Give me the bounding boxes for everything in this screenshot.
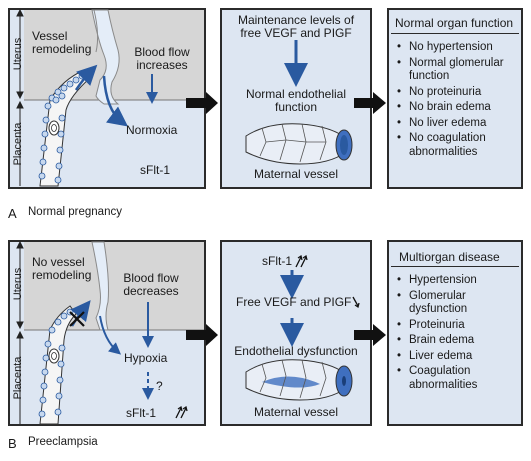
panel-b-block-x-icon (69, 311, 85, 327)
panel-a-right-title: Normal organ function (395, 16, 514, 30)
panel-a-sflt-label: sFlt-1 (140, 163, 170, 177)
panel-b-middle-sflt-up-icon (295, 254, 308, 268)
list-item: Brain edema (397, 334, 519, 348)
panel-b-caption: Preeclampsia (28, 436, 98, 448)
panel-a-remodeled-vessel (91, 9, 120, 105)
panel-b-vessel-caption: Maternal vessel (253, 405, 339, 419)
panel-a-normoxia-label: Normoxia (126, 123, 178, 137)
panel-b-uterus-label: Uterus (12, 267, 24, 301)
panel-a-vessel-caption: Maternal vessel (253, 167, 339, 181)
panel-a-letter: A (8, 206, 17, 221)
panel-b-arrow-left-middle (186, 324, 218, 346)
panel-b-flow-arrow-curve (99, 315, 122, 355)
panel-a-caption: Normal pregnancy (28, 206, 122, 218)
panel-a-uterus-label: Uterus (12, 37, 24, 71)
panel-b-middle-vegf-text: Free VEGF and PIGF (236, 295, 352, 309)
panel-b-middle-result-text: Endothelial dysfunction (234, 344, 358, 358)
panel-a-arrow-left-middle (186, 92, 218, 114)
panel-a-right-title-underline (391, 33, 519, 34)
panel-a-vessel-channel (93, 9, 99, 53)
panel-b-maternal-vessel (245, 359, 353, 401)
panel-a-maternal-vessel (245, 123, 353, 165)
list-item: No coagulation abnormalities (397, 132, 519, 159)
panel-b-arrow-middle-right (354, 324, 386, 346)
panel-b-uterus-region (24, 242, 204, 331)
panel-b-middle-sflt-text: sFlt-1 (262, 254, 292, 268)
list-item: No liver edema (397, 117, 519, 131)
panel-b-right (387, 240, 523, 426)
panel-a-flow-arrow-curve (102, 75, 128, 127)
list-item: Coagulation abnormalities (397, 365, 519, 392)
list-item: No brain edema (397, 101, 519, 115)
list-item: No hypertension (397, 41, 519, 55)
panel-b-sflt-up-arrows-icon (175, 405, 188, 419)
panel-b-sflt-label: sFlt-1 (126, 406, 156, 420)
panel-b-vegf-down-icon (352, 296, 360, 309)
list-item: No proteinuria (397, 86, 519, 100)
panel-a-placenta-label: Placenta (12, 122, 24, 166)
panel-b-blood-flow-label: Blood flow decreases (123, 271, 179, 298)
panel-b-hypoxia-label: Hypoxia (124, 351, 168, 365)
panel-a-arrow-middle-right (354, 92, 386, 114)
panel-b-letter: B (8, 436, 17, 451)
panel-b-right-list: Hypertension Glomerular dysfunction Prot… (397, 274, 519, 394)
list-item: Hypertension (397, 274, 519, 288)
list-item: Liver edema (397, 350, 519, 364)
panel-a-vessel-remodeling-label: Vessel remodeling (32, 29, 92, 56)
panel-b-side-axis (16, 240, 24, 424)
panel-b-placenta-label: Placenta (12, 356, 24, 400)
list-item: Glomerular dysfunction (397, 290, 519, 317)
panel-b-right-title-underline (391, 266, 519, 267)
list-item: Proteinuria (397, 319, 519, 333)
panel-b-no-remodeling-label: No vessel remodeling (32, 255, 92, 282)
panel-a-middle-top-text: Maintenance levels of free VEGF and PIGF (237, 13, 355, 40)
panel-b-right-title: Multiorgan disease (399, 250, 500, 264)
panel-b-question-mark: ? (156, 379, 163, 393)
panel-a-blood-flow-label: Blood flow increases (134, 45, 190, 72)
panel-a-middle-result-text: Normal endothelial function (245, 87, 347, 114)
panel-a-right-list: No hypertension Normal glomerular functi… (397, 41, 519, 161)
panel-a-remodel-arrow (74, 64, 98, 91)
list-item: Normal glomerular function (397, 57, 519, 84)
panel-a-side-axis (16, 8, 24, 186)
